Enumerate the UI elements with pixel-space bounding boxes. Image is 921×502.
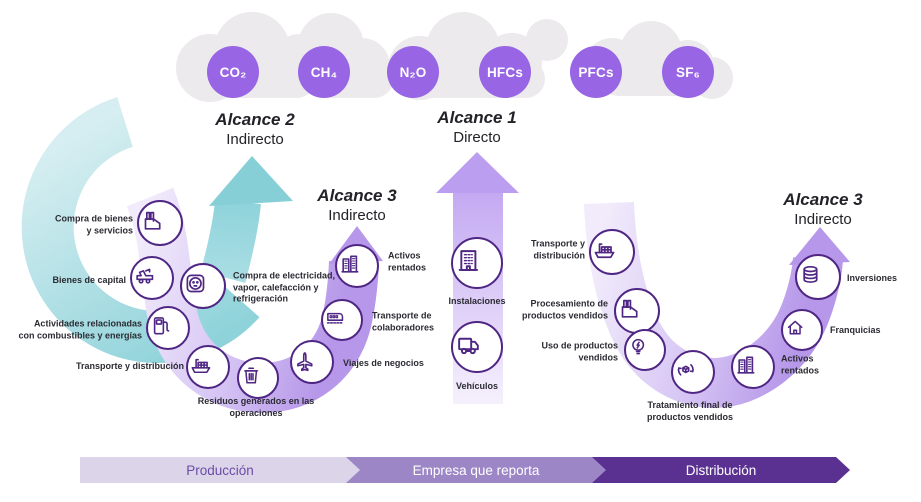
lightbulb-icon <box>626 335 664 364</box>
gas-co2: CO₂ <box>207 46 259 98</box>
node-transporte-colaboradores <box>321 299 363 341</box>
label-bienes-capital: Bienes de capital <box>52 275 126 286</box>
factory-icon <box>616 295 658 327</box>
label-inversiones: Inversiones <box>847 273 898 284</box>
node-residuos <box>237 357 279 399</box>
gas-hfcs: HFCs <box>479 46 531 98</box>
node-transporte-distribucion-l <box>186 345 230 389</box>
label-uso-productos: Uso de productos vendidos <box>541 340 618 362</box>
scope3-right-band <box>584 201 843 408</box>
factory-icon <box>139 207 181 239</box>
label-transporte-colaboradores: Transporte de colaboradores <box>372 310 435 332</box>
airplane-icon <box>292 347 332 378</box>
power-socket-icon <box>182 270 224 302</box>
label-franquicias: Franquicias <box>830 325 881 336</box>
clouds <box>176 12 733 102</box>
node-combustibles <box>146 306 190 350</box>
cargo-ship-icon <box>591 236 633 268</box>
buildings-icon <box>733 352 773 383</box>
gas-sf6: SF₆ <box>662 46 714 98</box>
node-compra-electricidad <box>180 263 226 309</box>
scope2-title: Alcance 2 Indirecto <box>215 110 295 148</box>
node-instalaciones <box>451 237 503 289</box>
delivery-truck-icon <box>453 329 501 365</box>
recycle-package-icon <box>673 357 713 388</box>
node-procesamiento <box>614 288 660 334</box>
node-vehiculos <box>451 321 503 373</box>
label-transporte-distribucion-r: Transporte y distribución <box>530 238 585 260</box>
fuel-pump-icon <box>148 313 188 344</box>
scope3-right-arrowhead <box>789 227 850 265</box>
gas-n2o: N₂O <box>387 46 439 98</box>
label-activos-rentados-r: Activos rentados <box>781 353 820 375</box>
tow-truck-icon <box>132 263 172 294</box>
scope3-left-title: Alcance 3 Indirecto <box>317 186 397 224</box>
bar-distribucion: Distribución <box>592 457 850 483</box>
label-residuos: Residuos generados en las operaciones <box>197 396 315 418</box>
label-combustibles: Actividades relacionadas con combustible… <box>18 318 142 340</box>
node-tratamiento-final <box>671 350 715 394</box>
buildings-icon <box>337 251 377 282</box>
node-franquicias <box>781 309 823 351</box>
house-icon <box>783 315 821 344</box>
scope1-title: Alcance 1 Directo <box>437 108 517 146</box>
node-activos-rentados-r <box>731 345 775 389</box>
scope1-arrowhead <box>436 152 519 193</box>
coins-icon <box>797 261 839 293</box>
node-transporte-distribucion-r <box>589 229 635 275</box>
scope2-arrowhead <box>209 156 293 206</box>
node-activos-rentados-l <box>335 244 379 288</box>
gas-ch4: CH₄ <box>298 46 350 98</box>
bar-produccion: Producción <box>80 457 360 483</box>
node-viajes <box>290 340 334 384</box>
node-inversiones <box>795 254 841 300</box>
label-tratamiento-final: Tratamiento final de productos vendidos <box>646 400 734 422</box>
trash-icon <box>239 363 277 392</box>
scope2-arrow-shaft <box>200 199 261 283</box>
label-vehiculos: Vehículos <box>455 381 499 391</box>
label-activos-rentados-l: Activos rentados <box>388 250 427 272</box>
office-building-icon <box>453 245 501 281</box>
label-compra-electricidad: Compra de electricidad, vapor, calefacci… <box>233 270 336 304</box>
label-transporte-distribucion-l: Transporte y distribución <box>75 361 184 372</box>
cargo-ship-icon <box>188 352 228 383</box>
label-compra-bienes: Compra de bienes y servicios <box>54 213 133 235</box>
label-procesamiento: Procesamiento de productos vendidos <box>521 298 608 320</box>
label-viajes: Viajes de negocios <box>343 358 424 369</box>
node-bienes-capital <box>130 256 174 300</box>
label-instalaciones: Instalaciones <box>448 296 506 306</box>
gas-pfcs: PFCs <box>570 46 622 98</box>
scope3-right-title: Alcance 3 Indirecto <box>783 190 863 228</box>
train-icon <box>323 305 361 334</box>
node-uso-productos <box>624 329 666 371</box>
node-compra-bienes <box>137 200 183 246</box>
bar-empresa-que-reporta: Empresa que reporta <box>346 457 606 483</box>
